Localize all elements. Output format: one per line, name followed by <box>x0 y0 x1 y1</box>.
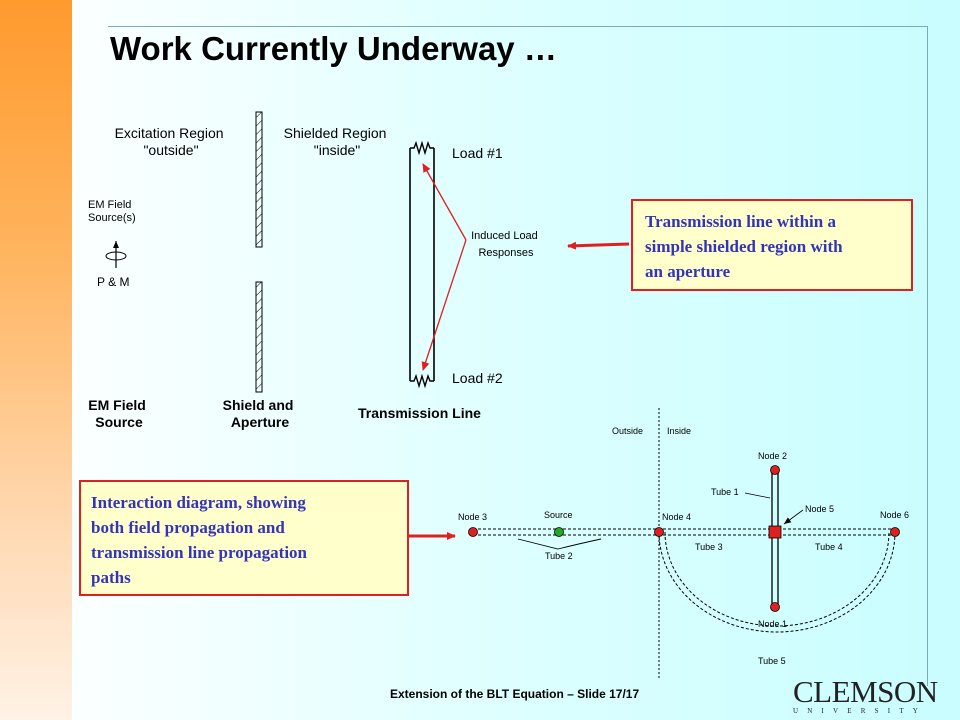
node6-label: Node 6 <box>880 510 909 520</box>
node5-label: Node 5 <box>805 504 834 514</box>
callout-bottom-line: paths <box>91 568 131 587</box>
excitation-region-label: Excitation Region "outside" <box>115 125 228 158</box>
shield-wall-upper <box>255 111 263 248</box>
node5-pointer <box>783 509 804 525</box>
shielded-region-label: Shielded Region "inside" <box>284 125 391 158</box>
node4-marker <box>654 527 664 537</box>
tube2-label: Tube 2 <box>545 551 573 561</box>
transmission-line-icon <box>409 140 435 389</box>
shield-wall-lower <box>255 281 263 393</box>
callout-top-line: simple shielded region with <box>645 237 843 256</box>
transmission-line-caption: Transmission Line <box>358 405 481 421</box>
logo-subtitle: UNIVERSITY <box>793 707 927 715</box>
page-title: Work Currently Underway … <box>110 30 557 67</box>
shield-diagram: Excitation Region "outside" Shielded Reg… <box>88 111 541 430</box>
node2-marker <box>770 465 780 475</box>
pm-label: P & M <box>97 275 129 289</box>
induced-response-arrows <box>421 163 467 371</box>
node1-marker <box>770 602 780 612</box>
inside-label: Inside <box>667 426 691 436</box>
callout-top-arrow <box>567 241 630 250</box>
node6-marker <box>890 527 900 537</box>
load2-label: Load #2 <box>452 370 503 386</box>
tube5-label: Tube 5 <box>758 656 786 666</box>
callout-bottom-line: both field propagation and <box>91 518 285 537</box>
source-marker <box>554 527 564 537</box>
tube5-arc-inner <box>664 531 890 627</box>
interaction-diagram: Outside Inside Node 2 Tube 1 Node 3 Sour… <box>458 408 909 680</box>
load1-label: Load #1 <box>452 145 503 161</box>
clemson-logo: CLEMSON UNIVERSITY <box>793 674 938 715</box>
callout-interaction-diagram: Interaction diagram, showing both field … <box>79 480 409 596</box>
node3-label: Node 3 <box>458 512 487 522</box>
node1-label: Node 1 <box>758 619 787 629</box>
logo-wordmark: CLEMSON <box>793 674 938 709</box>
node3-marker <box>468 527 478 537</box>
callout-transmission-line: Transmission line within a simple shield… <box>631 199 913 291</box>
tube1-label: Tube 1 <box>711 487 739 497</box>
tube5-arc <box>658 531 896 633</box>
dipole-source-icon <box>105 241 127 268</box>
em-field-source-caption: EM Field Source <box>88 397 149 430</box>
tube1-pointer <box>744 492 771 499</box>
induced-responses-label: Induced Load Responses <box>471 230 541 259</box>
left-accent-bar <box>0 0 72 720</box>
tube3-label: Tube 3 <box>695 542 723 552</box>
em-source-label: EM Field Source(s) <box>88 199 136 224</box>
callout-top-line: Transmission line within a <box>645 212 836 231</box>
load2-resistor-icon <box>410 373 434 389</box>
node4-label: Node 4 <box>662 512 691 522</box>
node5-marker <box>768 525 782 539</box>
source-label: Source <box>544 510 573 520</box>
tube4-label: Tube 4 <box>815 542 843 552</box>
frame-right-line <box>927 26 928 686</box>
slide-footer: Extension of the BLT Equation – Slide 17… <box>390 687 640 701</box>
callout-bottom-line: Interaction diagram, showing <box>91 493 306 512</box>
callout-top-line: an aperture <box>645 262 731 281</box>
callout-bottom-line: transmission line propagation <box>91 543 308 562</box>
frame-top-line <box>108 26 928 27</box>
load1-resistor-icon <box>410 140 434 156</box>
node2-label: Node 2 <box>758 451 787 461</box>
tube2-brace <box>517 538 602 550</box>
shield-aperture-caption: Shield and Aperture <box>223 397 298 430</box>
outside-label: Outside <box>612 426 643 436</box>
